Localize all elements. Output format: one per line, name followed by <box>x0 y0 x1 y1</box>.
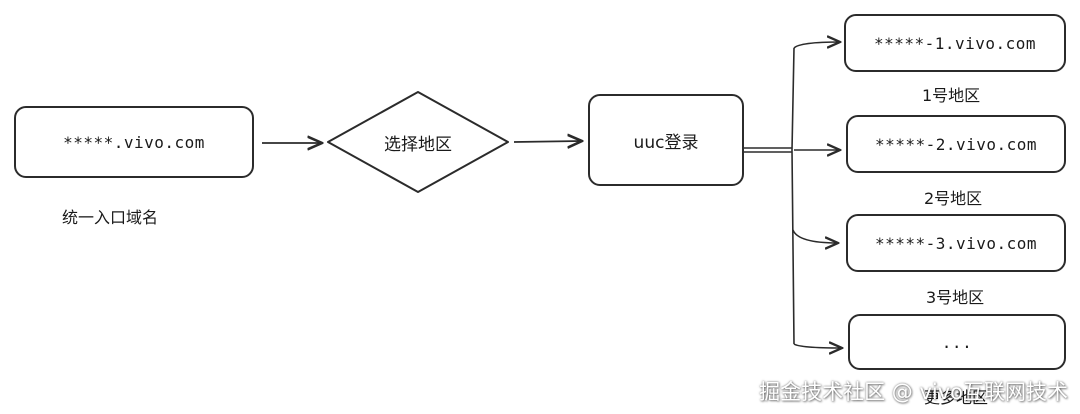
region-2-caption: 2号地区 <box>924 189 983 208</box>
arrow-selector-to-login <box>513 141 582 142</box>
select-region-label: 选择地区 <box>384 134 452 155</box>
region-1-node: *****-1.vivo.com <box>844 14 1066 72</box>
arrow-to-region-3 <box>792 229 838 243</box>
region-2-domain: *****-2.vivo.com <box>874 134 1038 154</box>
region-more-ellipsis: ... <box>941 332 973 352</box>
region-3-domain: *****-3.vivo.com <box>874 233 1038 253</box>
select-region-diamond <box>327 91 509 193</box>
connector-login-fanout <box>744 47 795 345</box>
region-2-node: *****-2.vivo.com <box>846 115 1066 173</box>
region-more-caption: 更多地区 <box>924 388 989 407</box>
region-1-caption: 1号地区 <box>922 86 981 105</box>
region-more-node: ... <box>848 314 1066 370</box>
arrow-to-region-more <box>793 344 842 348</box>
entry-domain-node: *****.vivo.com <box>14 106 254 178</box>
uuc-login-node: uuc登录 <box>588 94 744 186</box>
entry-domain-text: *****.vivo.com <box>63 132 205 152</box>
uuc-login-text: uuc登录 <box>633 132 699 153</box>
region-3-node: *****-3.vivo.com <box>846 214 1066 272</box>
arrow-to-region-1 <box>793 42 840 48</box>
watermark-text: 掘金技术社区 @ vivo互联网技术 <box>759 380 1068 404</box>
region-1-domain: *****-1.vivo.com <box>873 33 1037 53</box>
region-3-caption: 3号地区 <box>926 288 985 307</box>
entry-caption: 统一入口域名 <box>62 208 159 227</box>
